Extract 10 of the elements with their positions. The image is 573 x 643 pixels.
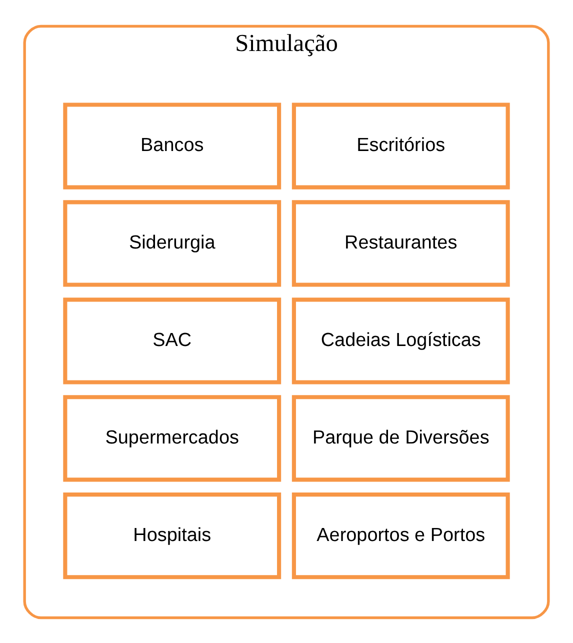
node-box: Cadeias Logísticas [292,297,510,384]
node-box: Parque de Diversões [292,394,510,482]
node-box: Escritórios [292,102,510,189]
node-box: Restaurantes [292,200,510,286]
node-box: Supermercados [63,394,282,482]
node-box: Bancos [63,102,282,189]
node-box: Hospitais [63,492,282,579]
node-box: SAC [63,297,282,384]
node-box: Siderurgia [63,200,282,286]
node-box: Aeroportos e Portos [292,492,510,579]
